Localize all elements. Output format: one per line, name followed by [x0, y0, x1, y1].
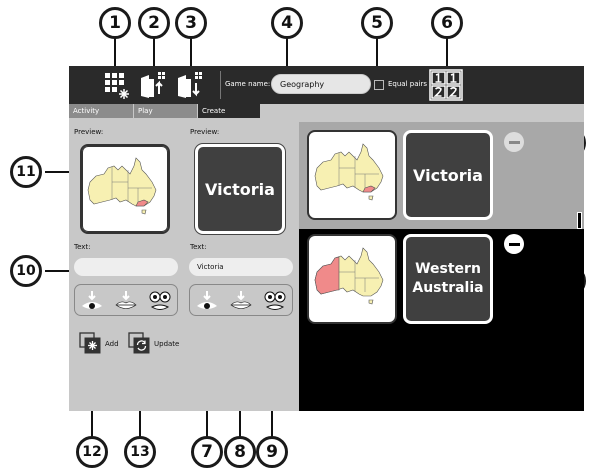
equal-pairs-checkbox[interactable] [374, 80, 384, 90]
tab-activity[interactable]: Activity [69, 104, 133, 118]
callout-10: 10 [10, 255, 42, 287]
callout-6: 6 [431, 7, 463, 39]
remove-pair-1-button[interactable] [504, 132, 524, 152]
update-pair-button[interactable] [128, 332, 150, 354]
face-icon[interactable] [262, 288, 288, 314]
journal-load-icon [178, 72, 202, 98]
callout-12: 12 [76, 436, 108, 468]
tab-play[interactable]: Play [134, 104, 197, 118]
pair-2-text-card[interactable]: Western Australia [403, 234, 493, 324]
eye-icon[interactable] [79, 288, 105, 314]
pair-row[interactable]: Western Australia [299, 229, 584, 411]
callout-3: 3 [175, 7, 207, 39]
australia-map-icon [314, 247, 384, 305]
preview-card-text-label: Victoria [205, 179, 275, 199]
game-name-input[interactable] [271, 74, 371, 94]
text-label-1: Text: [74, 243, 91, 251]
app-window: Game name: Equal pairs Activity Play Cre… [69, 66, 584, 411]
text-label-2: Text: [190, 243, 207, 251]
preview-label-2: Preview: [190, 128, 220, 136]
face-icon[interactable] [147, 288, 173, 314]
callout-5: 5 [361, 7, 393, 39]
grid-new-icon [105, 73, 129, 99]
preview-label-1: Preview: [74, 128, 104, 136]
scrollbar-thumb[interactable] [577, 212, 582, 229]
lips-icon[interactable] [228, 288, 254, 314]
callout-11: 11 [10, 156, 42, 188]
grid-size-button[interactable] [429, 69, 463, 101]
callout-7: 7 [191, 436, 223, 468]
preview-card-map[interactable] [80, 144, 170, 234]
callout-2: 2 [138, 7, 170, 39]
pair-2-map-card[interactable] [307, 234, 397, 324]
update-label: Update [154, 340, 180, 348]
pair-1-map-card[interactable] [307, 130, 397, 220]
lips-icon[interactable] [113, 288, 139, 314]
save-to-journal-button[interactable] [136, 69, 170, 101]
australia-map-icon [314, 143, 384, 201]
preview-card-text[interactable]: Victoria [195, 144, 285, 234]
pair-1-text-card[interactable]: Victoria [403, 130, 493, 220]
callout-4: 4 [271, 7, 303, 39]
editor-pane: Preview: Preview: Victoria Text: Text: [69, 118, 299, 411]
australia-map-icon [87, 157, 157, 215]
pairs-list: Victoria We [299, 122, 584, 411]
load-from-journal-button[interactable] [173, 69, 207, 101]
eye-icon[interactable] [194, 288, 220, 314]
pair-2-text: Western Australia [412, 261, 484, 296]
pair-row-selected[interactable]: Victoria [299, 122, 584, 229]
callout-9: 9 [256, 436, 288, 468]
pair-1-text: Victoria [413, 165, 483, 185]
toolbar-separator [220, 71, 221, 99]
journal-save-icon [141, 72, 165, 98]
tab-bar: Activity Play Create [69, 104, 584, 118]
text-input-2[interactable] [189, 258, 293, 276]
grid-size-icon [429, 69, 463, 101]
callout-1: 1 [99, 7, 131, 39]
speech-controls-1 [74, 284, 178, 316]
new-game-button[interactable] [100, 69, 134, 101]
equal-pairs-label: Equal pairs [388, 80, 427, 88]
callout-8: 8 [224, 436, 256, 468]
remove-pair-2-button[interactable] [504, 234, 524, 254]
text-input-1[interactable] [74, 258, 178, 276]
add-label: Add [105, 340, 119, 348]
add-pair-button[interactable] [79, 332, 101, 354]
tab-create[interactable]: Create [198, 104, 260, 118]
toolbar: Game name: Equal pairs [69, 66, 584, 104]
speech-controls-2 [189, 284, 293, 316]
callout-13: 13 [124, 436, 156, 468]
game-name-label: Game name: [225, 80, 271, 88]
